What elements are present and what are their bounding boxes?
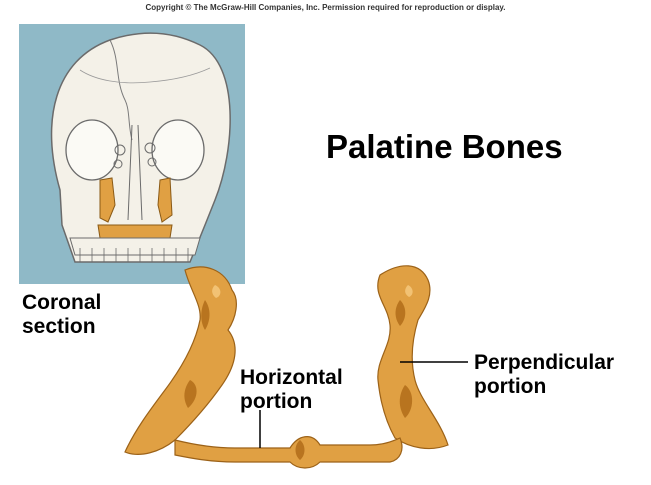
coronal-label-line2: section — [22, 315, 101, 339]
perpendicular-label-line2: portion — [474, 375, 614, 399]
coronal-label-line1: Coronal — [22, 291, 101, 315]
palate-highlight — [98, 225, 172, 238]
skull-illustration — [52, 33, 231, 262]
horizontal-label-line2: portion — [240, 390, 343, 414]
horizontal-plate — [175, 437, 402, 468]
diagram-title: Palatine Bones — [326, 128, 563, 166]
horizontal-portion-label: Horizontal portion — [240, 366, 343, 414]
horizontal-label-line1: Horizontal — [240, 366, 343, 390]
right-orbit — [152, 120, 204, 180]
palatine-right-highlight — [158, 178, 172, 222]
coronal-section-panel — [19, 24, 245, 284]
coronal-section-label: Coronal section — [22, 291, 101, 339]
perpendicular-label-line1: Perpendicular — [474, 351, 614, 375]
left-orbit — [66, 120, 118, 180]
right-perpendicular-plate — [378, 266, 448, 449]
perpendicular-portion-label: Perpendicular portion — [474, 351, 614, 399]
